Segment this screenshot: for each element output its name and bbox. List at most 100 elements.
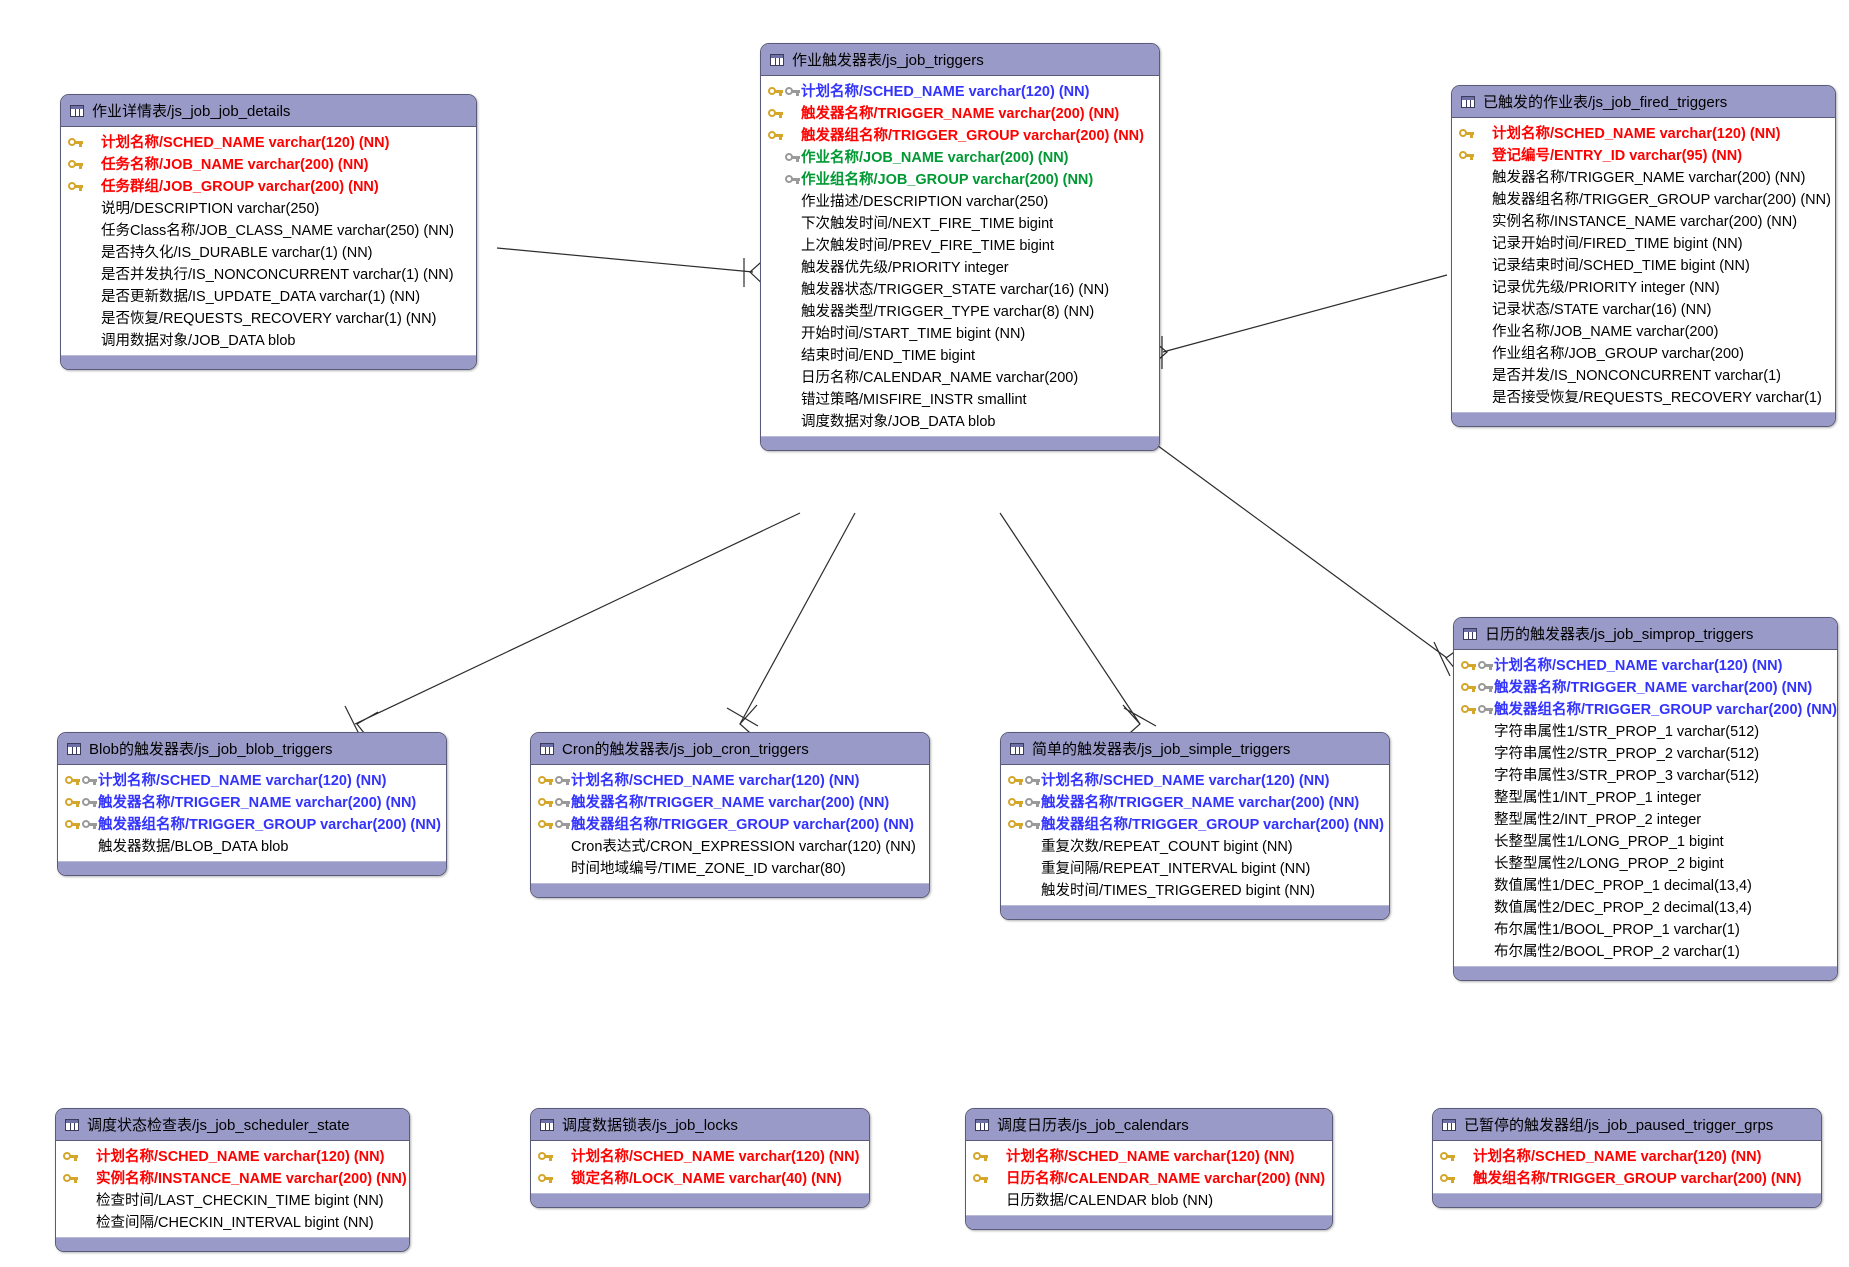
entity-header-job_locks[interactable]: 调度数据锁表/js_job_locks	[531, 1109, 869, 1141]
entity-field-row[interactable]: 触发器组名称/TRIGGER_GROUP varchar(200) (NN)	[58, 814, 446, 836]
entity-field-row[interactable]: 触发器组名称/TRIGGER_GROUP varchar(200) (NN)	[1452, 189, 1835, 211]
entity-job_cron_triggers[interactable]: Cron的触发器表/js_job_cron_triggers 计划名称/SCHED…	[530, 732, 930, 898]
entity-field-row[interactable]: 作业组名称/JOB_GROUP varchar(200) (NN)	[761, 169, 1159, 191]
entity-field-row[interactable]: 触发器数据/BLOB_DATA blob	[58, 836, 446, 858]
entity-field-row[interactable]: 是否并发执行/IS_NONCONCURRENT varchar(1) (NN)	[61, 264, 476, 286]
entity-field-row[interactable]: 是否更新数据/IS_UPDATE_DATA varchar(1) (NN)	[61, 286, 476, 308]
entity-field-row[interactable]: 触发器组名称/TRIGGER_GROUP varchar(200) (NN)	[1454, 699, 1837, 721]
entity-field-row[interactable]: 任务Class名称/JOB_CLASS_NAME varchar(250) (N…	[61, 220, 476, 242]
entity-field-row[interactable]: 说明/DESCRIPTION varchar(250)	[61, 198, 476, 220]
entity-field-row[interactable]: 记录状态/STATE varchar(16) (NN)	[1452, 299, 1835, 321]
entity-header-job_job_details[interactable]: 作业详情表/js_job_job_details	[61, 95, 476, 127]
entity-field-row[interactable]: 上次触发时间/PREV_FIRE_TIME bigint	[761, 235, 1159, 257]
entity-field-row[interactable]: 计划名称/SCHED_NAME varchar(120) (NN)	[56, 1146, 409, 1168]
entity-field-row[interactable]: 作业组名称/JOB_GROUP varchar(200)	[1452, 343, 1835, 365]
entity-field-row[interactable]: 作业描述/DESCRIPTION varchar(250)	[761, 191, 1159, 213]
entity-field-row[interactable]: 作业名称/JOB_NAME varchar(200) (NN)	[761, 147, 1159, 169]
entity-field-row[interactable]: 触发器组名称/TRIGGER_GROUP varchar(200) (NN)	[1001, 814, 1389, 836]
entity-field-row[interactable]: 日历数据/CALENDAR blob (NN)	[966, 1190, 1332, 1212]
entity-job_fired_triggers[interactable]: 已触发的作业表/js_job_fired_triggers 计划名称/SCHED_…	[1451, 85, 1836, 427]
entity-field-row[interactable]: Cron表达式/CRON_EXPRESSION varchar(120) (NN…	[531, 836, 929, 858]
entity-field-row[interactable]: 触发器状态/TRIGGER_STATE varchar(16) (NN)	[761, 279, 1159, 301]
entity-field-row[interactable]: 是否并发/IS_NONCONCURRENT varchar(1)	[1452, 365, 1835, 387]
entity-field-row[interactable]: 计划名称/SCHED_NAME varchar(120) (NN)	[61, 132, 476, 154]
entity-field-row[interactable]: 整型属性2/INT_PROP_2 integer	[1454, 809, 1837, 831]
entity-field-row[interactable]: 字符串属性3/STR_PROP_3 varchar(512)	[1454, 765, 1837, 787]
entity-header-job_calendars[interactable]: 调度日历表/js_job_calendars	[966, 1109, 1332, 1141]
entity-field-row[interactable]: 长整型属性1/LONG_PROP_1 bigint	[1454, 831, 1837, 853]
entity-field-row[interactable]: 触发器名称/TRIGGER_NAME varchar(200) (NN)	[531, 792, 929, 814]
entity-field-row[interactable]: 锁定名称/LOCK_NAME varchar(40) (NN)	[531, 1168, 869, 1190]
entity-field-row[interactable]: 计划名称/SCHED_NAME varchar(120) (NN)	[1001, 770, 1389, 792]
entity-field-row[interactable]: 登记编号/ENTRY_ID varchar(95) (NN)	[1452, 145, 1835, 167]
entity-field-row[interactable]: 数值属性2/DEC_PROP_2 decimal(13,4)	[1454, 897, 1837, 919]
entity-job_job_details[interactable]: 作业详情表/js_job_job_details 计划名称/SCHED_NAME …	[60, 94, 477, 370]
entity-job_paused_trigger_grps[interactable]: 已暂停的触发器组/js_job_paused_trigger_grps 计划名称/…	[1432, 1108, 1822, 1208]
entity-field-row[interactable]: 计划名称/SCHED_NAME varchar(120) (NN)	[1454, 655, 1837, 677]
entity-header-job_cron_triggers[interactable]: Cron的触发器表/js_job_cron_triggers	[531, 733, 929, 765]
entity-header-job_simple_triggers[interactable]: 简单的触发器表/js_job_simple_triggers	[1001, 733, 1389, 765]
entity-field-row[interactable]: 计划名称/SCHED_NAME varchar(120) (NN)	[966, 1146, 1332, 1168]
entity-field-row[interactable]: 是否持久化/IS_DURABLE varchar(1) (NN)	[61, 242, 476, 264]
entity-field-row[interactable]: 布尔属性1/BOOL_PROP_1 varchar(1)	[1454, 919, 1837, 941]
entity-field-row[interactable]: 时间地域编号/TIME_ZONE_ID varchar(80)	[531, 858, 929, 880]
entity-field-row[interactable]: 检查时间/LAST_CHECKIN_TIME bigint (NN)	[56, 1190, 409, 1212]
entity-field-row[interactable]: 计划名称/SCHED_NAME varchar(120) (NN)	[761, 81, 1159, 103]
entity-field-row[interactable]: 重复次数/REPEAT_COUNT bigint (NN)	[1001, 836, 1389, 858]
entity-header-job_scheduler_state[interactable]: 调度状态检查表/js_job_scheduler_state	[56, 1109, 409, 1141]
entity-field-row[interactable]: 记录开始时间/FIRED_TIME bigint (NN)	[1452, 233, 1835, 255]
entity-header-job_paused_trigger_grps[interactable]: 已暂停的触发器组/js_job_paused_trigger_grps	[1433, 1109, 1821, 1141]
entity-field-row[interactable]: 计划名称/SCHED_NAME varchar(120) (NN)	[1452, 123, 1835, 145]
entity-header-job_fired_triggers[interactable]: 已触发的作业表/js_job_fired_triggers	[1452, 86, 1835, 118]
entity-job_simprop_triggers[interactable]: 日历的触发器表/js_job_simprop_triggers 计划名称/SCHE…	[1453, 617, 1838, 981]
entity-field-row[interactable]: 下次触发时间/NEXT_FIRE_TIME bigint	[761, 213, 1159, 235]
entity-field-row[interactable]: 调用数据对象/JOB_DATA blob	[61, 330, 476, 352]
entity-field-row[interactable]: 记录结束时间/SCHED_TIME bigint (NN)	[1452, 255, 1835, 277]
entity-field-row[interactable]: 触发器组名称/TRIGGER_GROUP varchar(200) (NN)	[531, 814, 929, 836]
entity-field-row[interactable]: 日历名称/CALENDAR_NAME varchar(200)	[761, 367, 1159, 389]
entity-field-row[interactable]: 长整型属性2/LONG_PROP_2 bigint	[1454, 853, 1837, 875]
entity-field-row[interactable]: 计划名称/SCHED_NAME varchar(120) (NN)	[1433, 1146, 1821, 1168]
entity-field-row[interactable]: 触发组名称/TRIGGER_GROUP varchar(200) (NN)	[1433, 1168, 1821, 1190]
entity-field-row[interactable]: 作业名称/JOB_NAME varchar(200)	[1452, 321, 1835, 343]
entity-job_simple_triggers[interactable]: 简单的触发器表/js_job_simple_triggers 计划名称/SCHED…	[1000, 732, 1390, 920]
entity-field-row[interactable]: 是否接受恢复/REQUESTS_RECOVERY varchar(1)	[1452, 387, 1835, 409]
entity-field-row[interactable]: 触发时间/TIMES_TRIGGERED bigint (NN)	[1001, 880, 1389, 902]
entity-field-row[interactable]: 字符串属性2/STR_PROP_2 varchar(512)	[1454, 743, 1837, 765]
entity-field-row[interactable]: 布尔属性2/BOOL_PROP_2 varchar(1)	[1454, 941, 1837, 963]
entity-field-row[interactable]: 错过策略/MISFIRE_INSTR smallint	[761, 389, 1159, 411]
entity-field-row[interactable]: 计划名称/SCHED_NAME varchar(120) (NN)	[531, 770, 929, 792]
entity-field-row[interactable]: 记录优先级/PRIORITY integer (NN)	[1452, 277, 1835, 299]
entity-job_scheduler_state[interactable]: 调度状态检查表/js_job_scheduler_state 计划名称/SCHED…	[55, 1108, 410, 1252]
entity-job_locks[interactable]: 调度数据锁表/js_job_locks 计划名称/SCHED_NAME varch…	[530, 1108, 870, 1208]
entity-field-row[interactable]: 实例名称/INSTANCE_NAME varchar(200) (NN)	[56, 1168, 409, 1190]
entity-field-row[interactable]: 任务名称/JOB_NAME varchar(200) (NN)	[61, 154, 476, 176]
entity-field-row[interactable]: 开始时间/START_TIME bigint (NN)	[761, 323, 1159, 345]
entity-header-job_simprop_triggers[interactable]: 日历的触发器表/js_job_simprop_triggers	[1454, 618, 1837, 650]
entity-job_calendars[interactable]: 调度日历表/js_job_calendars 计划名称/SCHED_NAME va…	[965, 1108, 1333, 1230]
entity-field-row[interactable]: 重复间隔/REPEAT_INTERVAL bigint (NN)	[1001, 858, 1389, 880]
entity-field-row[interactable]: 检查间隔/CHECKIN_INTERVAL bigint (NN)	[56, 1212, 409, 1234]
entity-job_triggers[interactable]: 作业触发器表/js_job_triggers 计划名称/SCHED_NAME va…	[760, 43, 1160, 451]
entity-job_blob_triggers[interactable]: Blob的触发器表/js_job_blob_triggers 计划名称/SCHED…	[57, 732, 447, 876]
entity-field-row[interactable]: 任务群组/JOB_GROUP varchar(200) (NN)	[61, 176, 476, 198]
entity-field-row[interactable]: 日历名称/CALENDAR_NAME varchar(200) (NN)	[966, 1168, 1332, 1190]
entity-field-row[interactable]: 是否恢复/REQUESTS_RECOVERY varchar(1) (NN)	[61, 308, 476, 330]
entity-field-row[interactable]: 触发器组名称/TRIGGER_GROUP varchar(200) (NN)	[761, 125, 1159, 147]
entity-field-row[interactable]: 计划名称/SCHED_NAME varchar(120) (NN)	[531, 1146, 869, 1168]
entity-field-row[interactable]: 触发器名称/TRIGGER_NAME varchar(200) (NN)	[761, 103, 1159, 125]
entity-field-row[interactable]: 触发器名称/TRIGGER_NAME varchar(200) (NN)	[1454, 677, 1837, 699]
entity-field-row[interactable]: 调度数据对象/JOB_DATA blob	[761, 411, 1159, 433]
entity-header-job_blob_triggers[interactable]: Blob的触发器表/js_job_blob_triggers	[58, 733, 446, 765]
entity-field-row[interactable]: 触发器名称/TRIGGER_NAME varchar(200) (NN)	[1001, 792, 1389, 814]
entity-field-row[interactable]: 实例名称/INSTANCE_NAME varchar(200) (NN)	[1452, 211, 1835, 233]
entity-field-row[interactable]: 数值属性1/DEC_PROP_1 decimal(13,4)	[1454, 875, 1837, 897]
entity-field-row[interactable]: 结束时间/END_TIME bigint	[761, 345, 1159, 367]
entity-field-row[interactable]: 触发器名称/TRIGGER_NAME varchar(200) (NN)	[58, 792, 446, 814]
entity-header-job_triggers[interactable]: 作业触发器表/js_job_triggers	[761, 44, 1159, 76]
entity-field-row[interactable]: 字符串属性1/STR_PROP_1 varchar(512)	[1454, 721, 1837, 743]
entity-field-row[interactable]: 计划名称/SCHED_NAME varchar(120) (NN)	[58, 770, 446, 792]
entity-field-row[interactable]: 触发器优先级/PRIORITY integer	[761, 257, 1159, 279]
entity-field-row[interactable]: 触发器名称/TRIGGER_NAME varchar(200) (NN)	[1452, 167, 1835, 189]
entity-field-row[interactable]: 整型属性1/INT_PROP_1 integer	[1454, 787, 1837, 809]
